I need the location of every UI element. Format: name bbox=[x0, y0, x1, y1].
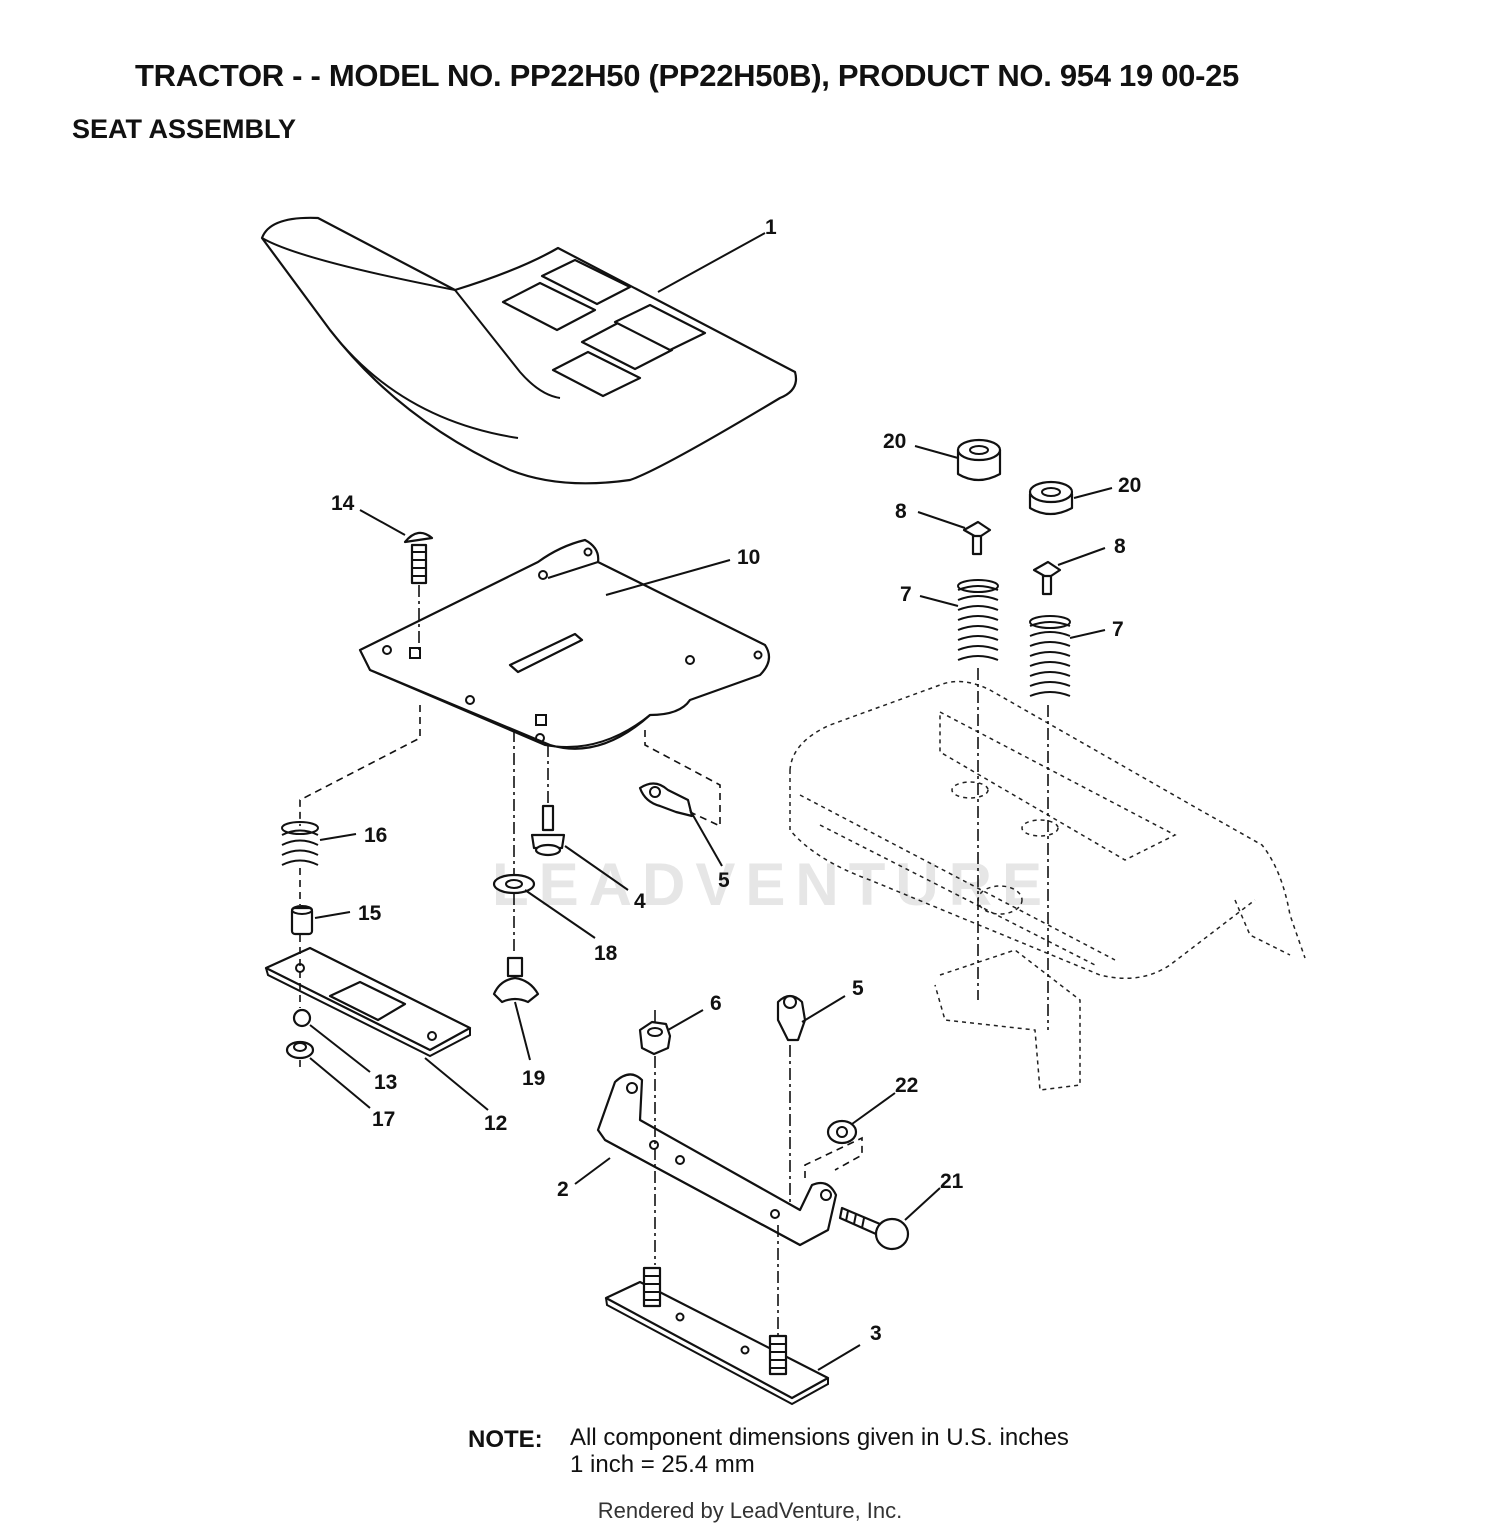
svg-text:7: 7 bbox=[900, 583, 912, 606]
callout-6: 6 bbox=[667, 992, 722, 1031]
svg-text:1: 1 bbox=[765, 216, 777, 239]
callout-13: 13 bbox=[309, 1024, 397, 1094]
callout-21: 21 bbox=[904, 1170, 964, 1221]
part-nut-small[interactable] bbox=[292, 1008, 312, 1028]
part-spring-small[interactable] bbox=[281, 821, 319, 866]
part-stud-plate[interactable] bbox=[604, 1266, 830, 1406]
callout-7-left: 7 bbox=[900, 583, 959, 607]
part-spring-left[interactable] bbox=[957, 579, 999, 661]
svg-text:17: 17 bbox=[372, 1108, 395, 1131]
watermark-text: LEADVENTURE bbox=[492, 851, 1052, 918]
callout-7-right: 7 bbox=[1069, 618, 1124, 641]
callout-3: 3 bbox=[817, 1322, 882, 1371]
svg-text:5: 5 bbox=[718, 869, 730, 892]
note-conversion: 1 inch = 25.4 mm bbox=[570, 1451, 755, 1478]
part-spring-right[interactable] bbox=[1029, 615, 1071, 697]
callout-8-right: 8 bbox=[1057, 535, 1126, 566]
part-bushing[interactable] bbox=[290, 905, 314, 936]
svg-text:12: 12 bbox=[484, 1112, 507, 1135]
note-text: All component dimensions given in U.S. i… bbox=[570, 1424, 1069, 1451]
callout-2: 2 bbox=[557, 1157, 611, 1201]
svg-text:18: 18 bbox=[594, 942, 618, 965]
svg-text:8: 8 bbox=[895, 500, 907, 523]
callout-20-left: 20 bbox=[883, 430, 959, 459]
svg-text:21: 21 bbox=[940, 1170, 964, 1193]
part-spacer-left[interactable] bbox=[956, 438, 1002, 482]
callout-8-left: 8 bbox=[895, 500, 966, 529]
part-hinge-bracket[interactable] bbox=[596, 1073, 838, 1247]
svg-text:3: 3 bbox=[870, 1322, 882, 1345]
svg-text:2: 2 bbox=[557, 1178, 569, 1201]
part-clip-upper[interactable] bbox=[638, 782, 694, 818]
part-clip-lower[interactable] bbox=[776, 994, 807, 1042]
part-seat-pan[interactable] bbox=[358, 538, 771, 750]
part-shoulder-bolt[interactable] bbox=[530, 804, 566, 857]
callout-16: 16 bbox=[319, 824, 387, 847]
page-title: TRACTOR - - MODEL NO. PP22H50 (PP22H50B)… bbox=[135, 58, 1239, 93]
section-title: SEAT ASSEMBLY bbox=[72, 114, 297, 144]
svg-text:16: 16 bbox=[364, 824, 387, 847]
callout-4: 4 bbox=[564, 845, 646, 913]
callout-17: 17 bbox=[309, 1057, 395, 1131]
reference-fender-outline bbox=[789, 680, 1306, 1091]
part-flange-nut[interactable] bbox=[285, 1040, 315, 1060]
footer-credit: Rendered by LeadVenture, Inc. bbox=[597, 1498, 903, 1523]
part-adjustment-knob[interactable] bbox=[492, 956, 540, 1004]
svg-text:20: 20 bbox=[883, 430, 906, 453]
callout-22: 22 bbox=[851, 1074, 918, 1125]
svg-text:13: 13 bbox=[374, 1071, 397, 1094]
svg-text:19: 19 bbox=[522, 1067, 545, 1090]
svg-text:20: 20 bbox=[1118, 474, 1141, 497]
callout-14: 14 bbox=[331, 492, 406, 536]
callout-12: 12 bbox=[424, 1057, 507, 1135]
svg-text:5: 5 bbox=[852, 977, 864, 1000]
callout-5-lower: 5 bbox=[801, 977, 864, 1023]
part-hinge-bolt[interactable] bbox=[838, 1206, 910, 1251]
part-lock-nut[interactable] bbox=[826, 1119, 858, 1145]
assembly-lines bbox=[299, 585, 1049, 1335]
callout-10: 10 bbox=[605, 546, 760, 596]
svg-text:6: 6 bbox=[710, 992, 722, 1015]
callout-19: 19 bbox=[514, 1001, 545, 1090]
part-washer[interactable] bbox=[492, 873, 536, 895]
part-bolt-left[interactable] bbox=[962, 520, 992, 556]
part-spacer-right[interactable] bbox=[1028, 480, 1074, 516]
part-carriage-bolt[interactable] bbox=[403, 531, 434, 585]
part-slide-rail[interactable] bbox=[264, 946, 472, 1058]
part-seat[interactable] bbox=[260, 216, 798, 485]
svg-text:7: 7 bbox=[1112, 618, 1124, 641]
callout-20-right: 20 bbox=[1073, 474, 1141, 499]
svg-text:22: 22 bbox=[895, 1074, 918, 1097]
svg-text:4: 4 bbox=[634, 890, 646, 913]
part-hex-nut[interactable] bbox=[638, 1020, 672, 1056]
svg-text:15: 15 bbox=[358, 902, 382, 925]
part-bolt-right[interactable] bbox=[1032, 560, 1062, 596]
callout-1: 1 bbox=[657, 216, 777, 293]
callout-15: 15 bbox=[314, 902, 382, 925]
note-label: NOTE: bbox=[468, 1426, 543, 1453]
callout-5-upper: 5 bbox=[689, 809, 730, 892]
svg-text:10: 10 bbox=[737, 546, 760, 569]
callout-18: 18 bbox=[524, 889, 618, 965]
svg-text:14: 14 bbox=[331, 492, 355, 515]
svg-text:8: 8 bbox=[1114, 535, 1126, 558]
